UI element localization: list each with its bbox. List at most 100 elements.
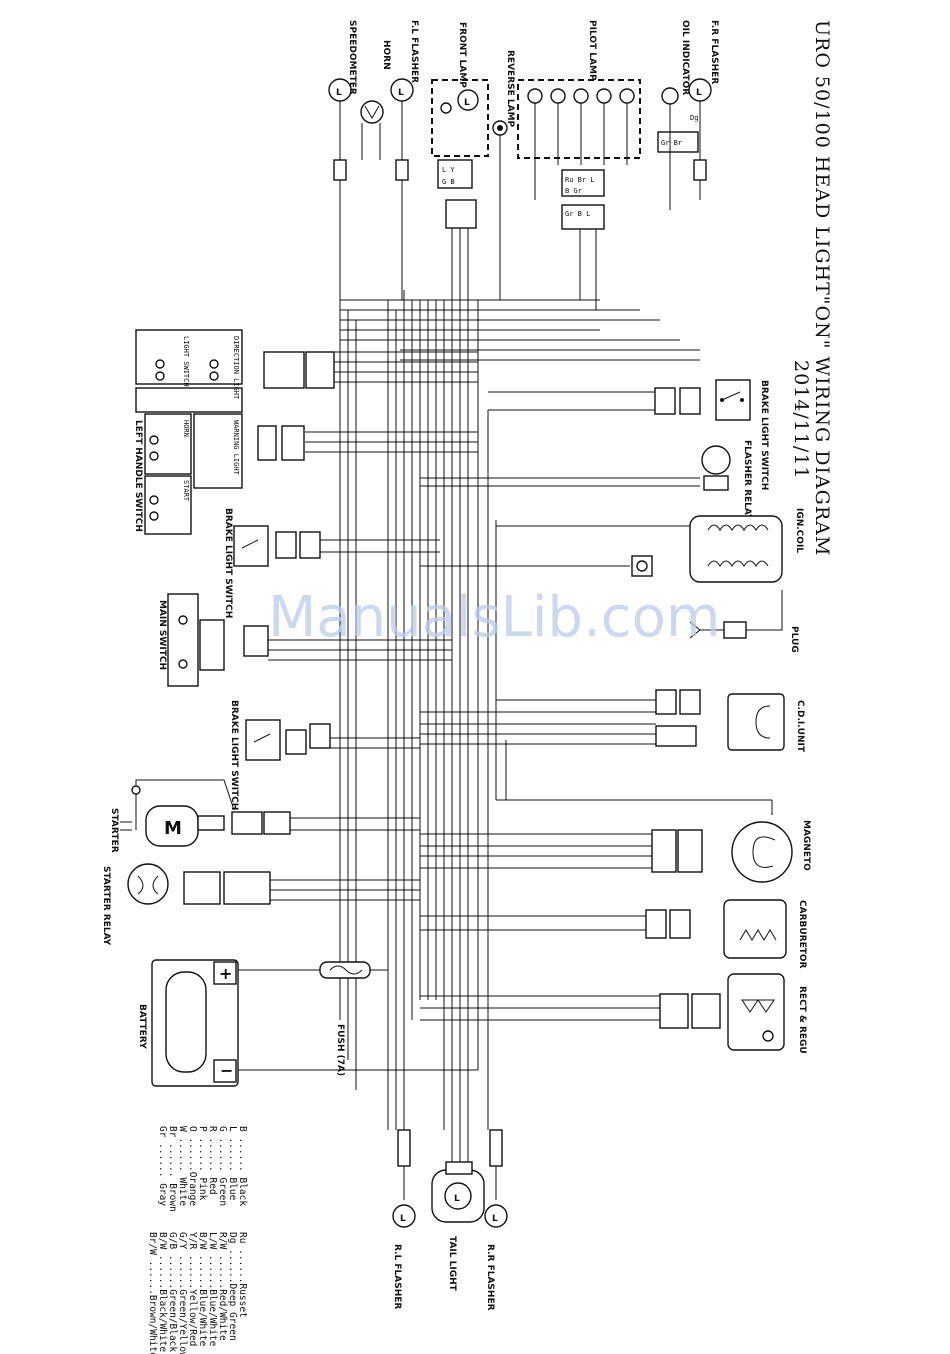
- legend-entry: R ...... Red: [207, 1126, 218, 1195]
- fl-flasher: L F.L FLASHER: [390, 20, 419, 300]
- rect-regu: RECT & REGU: [659, 973, 807, 1054]
- svg-text:STARTER RELAY: STARTER RELAY: [101, 866, 111, 946]
- carburetor: CARBURETOR: [645, 899, 807, 969]
- fuse: FUSH (7A): [319, 961, 371, 1076]
- legend-entry: Y/R ......Yellow/Red: [187, 1232, 198, 1346]
- legend-entry: Br/W ......Brown/White: [147, 1232, 158, 1354]
- svg-text:BATTERY: BATTERY: [137, 1004, 147, 1049]
- left-handle-switch: DIRECTION LIGHT LIGHT SWITCH WARNING LIG…: [133, 329, 335, 535]
- brake-light-switch-low: BRAKE LIGHT SWITCH: [229, 700, 331, 810]
- legend-entry: B/W ......Black/White: [157, 1232, 168, 1352]
- fr-flasher: L F.R FLASHER Dg: [688, 20, 719, 200]
- svg-text:B Gr: B Gr: [565, 187, 582, 195]
- svg-text:URO 50/100 HEAD LIGHT"ON" WIRI: URO 50/100 HEAD LIGHT"ON" WIRING DIAGRAM: [811, 20, 833, 556]
- svg-text:+: +: [219, 964, 232, 983]
- diagram-title: URO 50/100 HEAD LIGHT"ON" WIRING DIAGRAM…: [790, 20, 833, 556]
- svg-text:L: L: [492, 1214, 498, 1224]
- svg-text:Gr B L: Gr B L: [565, 210, 590, 218]
- svg-text:STARTER: STARTER: [109, 808, 119, 853]
- svg-text:F.R FLASHER: F.R FLASHER: [709, 20, 719, 84]
- ign-coil: IGN.COIL PLUG: [630, 508, 804, 653]
- svg-text:L: L: [464, 98, 470, 108]
- svg-text:HORN: HORN: [381, 40, 391, 70]
- svg-text:WARNING LIGHT: WARNING LIGHT: [232, 420, 240, 476]
- svg-text:R.L FLASHER: R.L FLASHER: [392, 1244, 402, 1309]
- svg-text:R.R FLASHER: R.R FLASHER: [485, 1244, 495, 1311]
- legend-entry: O ......Orange: [187, 1126, 198, 1206]
- legend-entry: G/B ......Green/Black: [167, 1232, 178, 1352]
- speedometer: L SPEEDOMETER: [328, 20, 357, 300]
- svg-text:−: −: [220, 1061, 233, 1080]
- svg-text:DIRECTION LIGHT: DIRECTION LIGHT: [232, 336, 240, 400]
- main-switch: MAIN SWITCH: [157, 593, 269, 687]
- svg-text:IGN.COIL: IGN.COIL: [794, 508, 804, 553]
- pilot-lamp: Ru Br L B Gr Gr B L PILOT LAMP: [517, 20, 641, 310]
- horn: HORN: [360, 40, 391, 160]
- legend-entry: Gr ...... Gray: [157, 1126, 168, 1206]
- legend-entry: L/W ......Blue/White: [207, 1232, 218, 1347]
- legend-entry: P ...... Pink: [197, 1126, 208, 1201]
- legend-entry: B/W ......Blue/White: [197, 1232, 208, 1347]
- oil-indicator: Gr Br OIL INDICATOR: [657, 20, 699, 210]
- legend-entry: B ...... Black: [237, 1126, 248, 1206]
- svg-text:START: START: [182, 480, 190, 502]
- svg-text:Gr Br: Gr Br: [661, 139, 682, 147]
- svg-text:LIGHT SWITCH: LIGHT SWITCH: [182, 336, 190, 387]
- svg-text:HORN: HORN: [182, 420, 190, 437]
- svg-text:FUSH (7A): FUSH (7A): [335, 1024, 345, 1076]
- legend-entry: R/W ......Red/White: [217, 1232, 228, 1341]
- brake-light-switch-mid: BRAKE LIGHT SWITCH: [223, 508, 321, 618]
- svg-text:L: L: [398, 88, 404, 98]
- svg-text:PLUG: PLUG: [789, 626, 799, 653]
- svg-text:G B: G B: [442, 178, 455, 186]
- svg-text:MAGNETO: MAGNETO: [801, 820, 811, 871]
- magneto: MAGNETO: [651, 820, 811, 883]
- svg-text:BRAKE LIGHT SWITCH: BRAKE LIGHT SWITCH: [229, 700, 239, 810]
- svg-text:F.L FLASHER: F.L FLASHER: [409, 20, 419, 83]
- svg-text:Dg: Dg: [690, 114, 698, 122]
- svg-text:SPEEDOMETER: SPEEDOMETER: [347, 20, 357, 95]
- cdi-unit: C.D.I.UNIT: [655, 689, 805, 753]
- svg-text:FRONT LAMP: FRONT LAMP: [457, 22, 467, 88]
- rl-flasher: L R.L FLASHER: [392, 1129, 416, 1309]
- svg-text:2014/11/11: 2014/11/11: [790, 360, 812, 480]
- front-lamp: L L Y G B FRONT LAMP: [431, 22, 489, 300]
- svg-text:Ru Br L: Ru Br L: [565, 176, 595, 184]
- svg-text:FLASHER RELAY: FLASHER RELAY: [742, 440, 752, 521]
- tail-light: L TAIL LIGHT: [431, 1161, 485, 1292]
- svg-text:L: L: [454, 1194, 460, 1204]
- svg-text:LEFT HANDLE SWITCH: LEFT HANDLE SWITCH: [133, 420, 143, 532]
- svg-text:BRAKE LIGHT SWITCH: BRAKE LIGHT SWITCH: [759, 380, 769, 490]
- main-harness: [238, 290, 773, 1200]
- svg-text:M: M: [164, 818, 182, 839]
- legend-entry: Br ...... Brown: [167, 1126, 178, 1212]
- legend-entry: Dg ......Deep Green: [227, 1232, 238, 1341]
- svg-text:L: L: [696, 88, 702, 98]
- starter-motor: M STARTER: [109, 779, 291, 853]
- brake-light-switch-right: BRAKE LIGHT SWITCH: [654, 379, 769, 490]
- svg-text:OIL INDICATOR: OIL INDICATOR: [680, 20, 690, 95]
- rr-flasher: L R.R FLASHER: [484, 1129, 508, 1311]
- svg-text:CARBURETOR: CARBURETOR: [797, 900, 807, 969]
- legend-entry: L ...... Blue: [227, 1126, 238, 1201]
- legend-entry: G/Y ......Green/Yellow: [177, 1232, 188, 1354]
- watermark: ManualsLib.com: [268, 585, 720, 650]
- svg-text:REVERSE LAMP: REVERSE LAMP: [505, 50, 515, 128]
- svg-text:L: L: [336, 88, 342, 98]
- svg-text:RECT & REGU: RECT & REGU: [797, 986, 807, 1054]
- svg-text:TAIL LIGHT: TAIL LIGHT: [447, 1236, 457, 1292]
- reverse-lamp: REVERSE LAMP: [492, 50, 515, 300]
- svg-text:PILOT LAMP: PILOT LAMP: [587, 20, 597, 81]
- battery: + − BATTERY: [137, 959, 239, 1087]
- starter-relay: STARTER RELAY: [101, 863, 271, 946]
- svg-text:L Y: L Y: [442, 166, 455, 174]
- legend-entry: W ...... White: [177, 1126, 188, 1206]
- svg-text:BRAKE LIGHT SWITCH: BRAKE LIGHT SWITCH: [223, 508, 233, 618]
- svg-text:MAIN SWITCH: MAIN SWITCH: [157, 600, 167, 670]
- flasher-relay: FLASHER RELAY: [701, 440, 752, 521]
- legend-entry: G ...... Green: [217, 1126, 228, 1206]
- legend-entry: Ru ......Russet: [237, 1232, 248, 1318]
- svg-text:C.D.I.UNIT: C.D.I.UNIT: [795, 700, 805, 753]
